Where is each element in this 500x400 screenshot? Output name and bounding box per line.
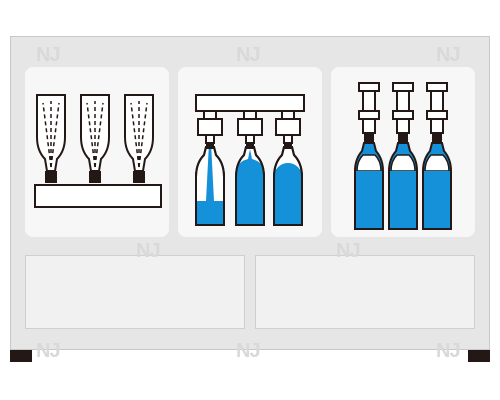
liquid-fill: [275, 163, 301, 224]
machine-foot-right: [468, 350, 490, 362]
rinsing-panel: [25, 67, 169, 237]
lower-door-left: [25, 255, 245, 329]
lower-door-right: [255, 255, 475, 329]
capping-head: [392, 82, 414, 92]
liquid-stream: [206, 143, 214, 201]
filling-panel: [178, 67, 322, 237]
liquid-fill: [197, 201, 223, 224]
bottle-rack: [34, 184, 162, 208]
liquid-fill: [237, 149, 263, 224]
capping-head: [426, 82, 448, 92]
machine-foot-left: [10, 350, 32, 362]
capping-panel: [331, 67, 475, 237]
filling-manifold: [195, 94, 305, 112]
bottle-rinsing-icon: [34, 94, 162, 208]
bottle-filling-icon: [195, 94, 305, 226]
machine-cabinet: [10, 36, 490, 350]
capping-head: [358, 82, 380, 92]
bottle-capping-icon: [354, 82, 452, 230]
